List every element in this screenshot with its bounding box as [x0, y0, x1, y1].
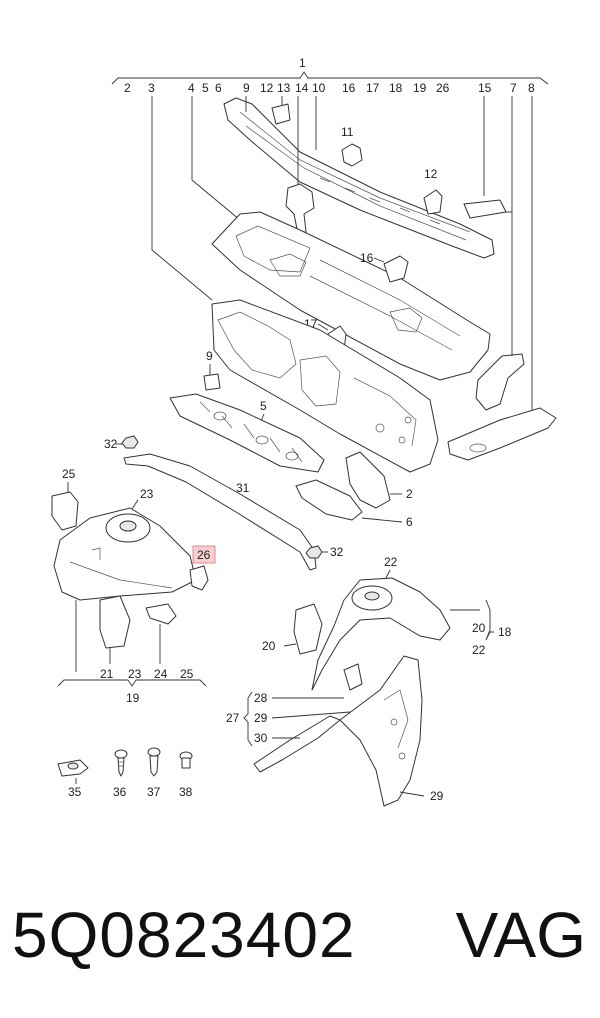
callout-10: 10: [312, 81, 326, 95]
left-strut-tower: 25 23: [51, 467, 197, 601]
callout-23: 23: [140, 487, 154, 501]
bulkhead-panel: [211, 299, 439, 473]
plenum-panel: [211, 211, 491, 381]
callout-19b: 19: [126, 691, 140, 705]
callout-21: 21: [100, 667, 114, 681]
callout-32b: 32: [330, 545, 344, 559]
footer: 5Q0823402 VAG: [0, 880, 600, 990]
callout-20b: 20: [262, 639, 276, 653]
inner-panel-29: 29: [339, 655, 444, 807]
bracket-14: [285, 183, 315, 235]
header-callouts: 2 3 4 5 6 9 12 13 14 10 16 17 18 19 26 1…: [124, 81, 535, 95]
bracket-24: [145, 603, 177, 625]
callout-38: 38: [179, 785, 193, 799]
bracket-15: [463, 199, 512, 219]
bracket-9: 9: [203, 349, 221, 391]
callout-1: 1: [299, 56, 306, 70]
rivet-37: 37: [147, 747, 161, 799]
callout-24: 24: [154, 667, 168, 681]
callout-19: 19: [413, 81, 427, 95]
bottom-left-callouts: 21 23 24 25 19: [57, 600, 207, 705]
rail-8: [447, 407, 557, 461]
part-number-label: 5Q0823402: [12, 899, 356, 971]
callout-22b: 22: [472, 643, 486, 657]
callout-37: 37: [147, 785, 161, 799]
callout-31: 31: [236, 481, 250, 495]
nut-32-top: 32: [104, 435, 139, 451]
highlight-box-26: [192, 545, 216, 564]
callout-20: 20: [472, 621, 486, 635]
upper-cowl-panel: [223, 97, 495, 259]
bracket-21: [99, 595, 131, 649]
callout-29b: 29: [430, 789, 444, 803]
callout-25: 25: [62, 467, 76, 481]
callout-25b: 25: [180, 667, 194, 681]
bracket-11: 11: [341, 125, 363, 167]
bracket-28: [343, 663, 363, 691]
callout-17: 17: [366, 81, 380, 95]
callout-12b: 12: [424, 167, 438, 181]
right-strut-tower: 22 20 18 22: [311, 555, 512, 691]
callout-6b: 6: [406, 515, 413, 529]
bracket-16: 16: [360, 251, 409, 283]
exploded-parts-diagram: 1 2 3 4 5 6 9 12 13 14 10 16 17 18 19 26…: [51, 56, 557, 807]
callout-26b: 26: [197, 548, 211, 562]
callout-7: 7: [510, 81, 517, 95]
group-bracket-1: 1: [111, 56, 549, 85]
callout-32: 32: [104, 437, 118, 451]
group-27-callouts: 27 28 29 30: [226, 691, 351, 747]
nut-32-bottom: 32: [305, 545, 344, 559]
callout-12: 12: [260, 81, 274, 95]
callout-18: 18: [389, 81, 403, 95]
callout-9b: 9: [206, 349, 213, 363]
callout-2: 2: [124, 81, 131, 95]
side-panel-2: 2: [345, 451, 413, 509]
callout-29: 29: [254, 711, 268, 725]
screw-36: 36: [113, 749, 128, 799]
bracket-6: 6: [295, 479, 413, 529]
callout-22: 22: [384, 555, 398, 569]
bracket-12: 12: [423, 167, 443, 215]
bracket-20: 20: [262, 603, 323, 655]
cross-member-5: 5: [169, 393, 325, 473]
callout-26: 26: [436, 81, 450, 95]
clip-35: 35: [57, 759, 89, 799]
callout-16: 16: [342, 81, 356, 95]
callout-11: 11: [341, 125, 354, 139]
callout-30: 30: [254, 731, 268, 745]
callout-28: 28: [254, 691, 268, 705]
strut-brace-31: 31: [123, 453, 317, 571]
callout-6: 6: [215, 81, 222, 95]
callout-4: 4: [188, 81, 195, 95]
callout-35: 35: [68, 785, 82, 799]
callout-13: 13: [277, 81, 291, 95]
nut-38: 38: [179, 751, 193, 799]
callout-3: 3: [148, 81, 155, 95]
header-leaders: [151, 96, 533, 412]
callout-16b: 16: [360, 251, 374, 265]
bracket-26-left: 26: [189, 545, 216, 591]
callout-2b: 2: [406, 487, 413, 501]
callout-5: 5: [202, 81, 209, 95]
bracket-13: [271, 103, 291, 125]
callout-18b: 18: [498, 625, 512, 639]
bracket-7: [475, 340, 525, 411]
callout-5b: 5: [260, 399, 267, 413]
callout-9: 9: [243, 81, 250, 95]
part-30: [253, 715, 341, 773]
callout-14: 14: [295, 81, 309, 95]
callout-23b: 23: [128, 667, 142, 681]
callout-36: 36: [113, 785, 127, 799]
callout-15: 15: [478, 81, 492, 95]
callout-8: 8: [528, 81, 535, 95]
callout-27: 27: [226, 711, 240, 725]
brand-label: VAG: [455, 899, 586, 971]
